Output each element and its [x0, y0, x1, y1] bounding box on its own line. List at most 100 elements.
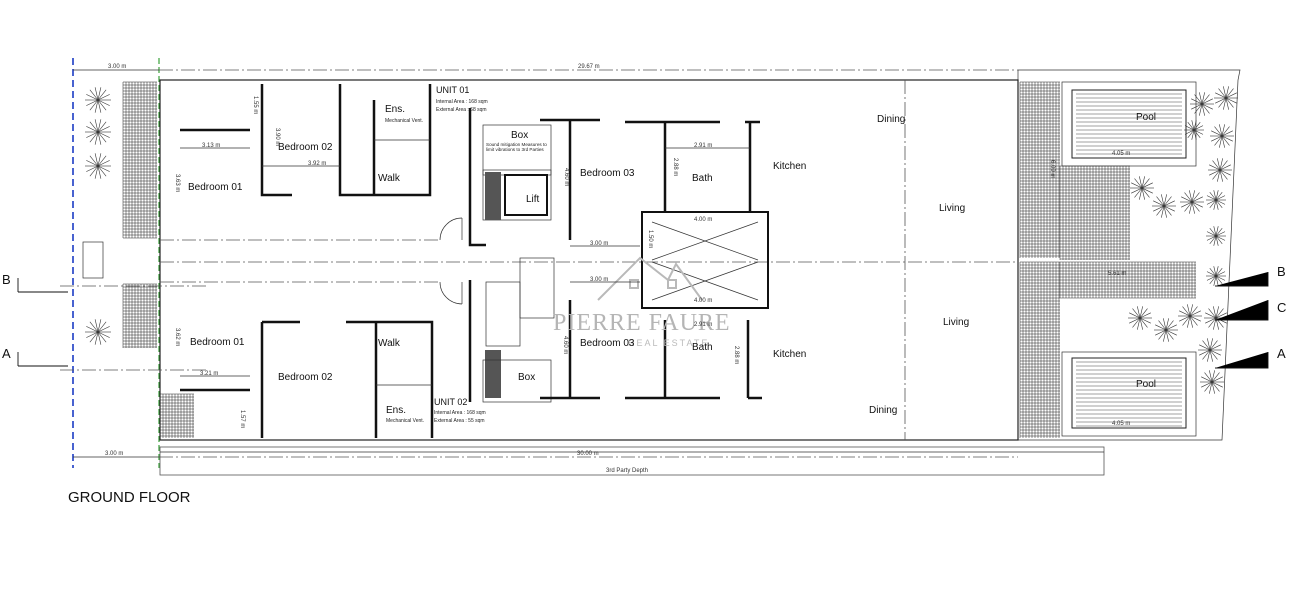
- tree-icon: [1206, 266, 1226, 286]
- unit-01-labels: UNIT 01 Internal Area : 168 sqm External…: [188, 85, 1156, 214]
- unit-02-living: Living: [943, 317, 969, 328]
- dim-150: 1.50 m: [647, 230, 653, 248]
- unit-01-bath: Bath: [692, 173, 713, 184]
- paving-grid: [1019, 81, 1060, 258]
- dim-313: 3.13 m: [202, 143, 220, 149]
- dim-300-core-01: 3.00 m: [590, 241, 608, 247]
- building-walls: [60, 79, 1019, 441]
- tree-icon: [1210, 124, 1234, 148]
- overall-dimensions: 3.00 m 29.67 m 3.00 m 30.00 m 3rd Party …: [73, 64, 1018, 474]
- paving-grid: [122, 283, 157, 348]
- lift-label: Lift: [526, 194, 540, 205]
- dim-291: 2.91 m: [694, 143, 712, 149]
- unit-01-external-area: External Area : 68 sqm: [436, 107, 487, 113]
- watermark-name: PIERRE FAURE: [553, 310, 731, 336]
- unit-01-kitchen: Kitchen: [773, 161, 806, 172]
- unit-01-living: Living: [939, 203, 965, 214]
- unit-01-title: UNIT 01: [436, 85, 469, 95]
- dim-363: 3.63 m: [174, 174, 180, 192]
- section-marker-a-right: A: [1277, 346, 1286, 361]
- tree-icon: [1214, 86, 1238, 110]
- tree-icon: [1206, 226, 1226, 246]
- third-party-depth-label: 3rd Party Depth: [606, 468, 648, 474]
- unit-02-pool: Pool: [1136, 379, 1156, 390]
- watermark-logo: PIERRE FAURE REAL ESTATE: [553, 256, 731, 348]
- dim-609: 6.09 m: [1049, 160, 1055, 178]
- tree-icon: [1200, 370, 1224, 394]
- interior-dimensions: 3.13 m 3.92 m 1.55 m 3.90 m 3.63 m 3.62 …: [174, 96, 1130, 428]
- unit-01-sound-note: Sound mitigation Measures to limit vibra…: [486, 142, 547, 153]
- dim-460: 4.60 m: [563, 168, 569, 186]
- tree-icon: [1198, 338, 1222, 362]
- section-marker-b-right: B: [1277, 264, 1286, 279]
- unit-02-ensuite: Ens.: [386, 405, 406, 416]
- dim-362: 3.62 m: [174, 328, 180, 346]
- tree-icons: [85, 86, 1238, 394]
- unit-01-bedroom-02: Bedroom 02: [278, 142, 333, 153]
- unit-02-dining: Dining: [869, 405, 897, 416]
- tree-icon: [1180, 190, 1204, 214]
- unit-01-walk: Walk: [378, 173, 401, 184]
- unit-01-mech-vent: Mechanical Vent.: [385, 118, 423, 124]
- unit-01-sound-note-box: Sound mitigation Measures to limit vibra…: [486, 142, 547, 153]
- dim-288-unit-02: 2.88 m: [733, 346, 739, 364]
- tree-icon: [1130, 176, 1154, 200]
- unit-02-title: UNIT 02: [434, 397, 467, 407]
- pool-unit-02: [1061, 351, 1197, 437]
- unit-02-external-area: External Area : 55 sqm: [434, 418, 485, 424]
- floor-title: GROUND FLOOR: [68, 489, 191, 506]
- unit-02-kitchen: Kitchen: [773, 349, 806, 360]
- tree-icon: [85, 153, 111, 179]
- paving-grid: [122, 81, 157, 239]
- dim-300-core-02: 3.00 m: [590, 277, 608, 283]
- tree-icon: [1190, 92, 1214, 116]
- dim-288: 2.88 m: [672, 158, 678, 176]
- dim-top-setback: 3.00 m: [108, 64, 126, 70]
- dim-155: 1.55 m: [252, 96, 258, 114]
- watermark-subtitle: REAL ESTATE: [628, 338, 709, 348]
- tree-icon: [85, 87, 111, 113]
- unit-01-pool: Pool: [1136, 112, 1156, 123]
- unit-01-internal-area: Internal Area : 168 sqm: [436, 99, 488, 105]
- dim-405: 4.05 m: [1112, 151, 1130, 157]
- unit-02-bath: Bath: [692, 342, 713, 353]
- dim-top-length: 29.67 m: [578, 64, 600, 70]
- tree-icon: [85, 319, 111, 345]
- unit-01-ensuite: Ens.: [385, 104, 405, 115]
- unit-02-bedroom-02: Bedroom 02: [278, 372, 333, 383]
- tree-icon: [1184, 120, 1204, 140]
- unit-01-box: Box: [511, 130, 528, 141]
- section-marker-c-right: C: [1277, 300, 1286, 315]
- tree-icon: [1152, 194, 1176, 218]
- paving-grid: [159, 393, 194, 438]
- unit-01-bedroom-01: Bedroom 01: [188, 182, 243, 193]
- unit-01-dining: Dining: [877, 114, 905, 125]
- paving-grid: [1059, 261, 1196, 299]
- tree-icon: [1154, 318, 1178, 342]
- section-markers: B A B C A: [2, 264, 1286, 369]
- dim-400: 4.00 m: [694, 217, 712, 223]
- dim-291-unit-02: 2.91 m: [694, 322, 712, 328]
- dim-561: 5.61 m: [1108, 271, 1126, 277]
- paving-grid: [1059, 165, 1130, 260]
- dim-bottom-length: 30.00 m: [577, 451, 599, 457]
- unit-01-bedroom-03: Bedroom 03: [580, 168, 635, 179]
- dim-157: 1.57 m: [239, 410, 245, 428]
- tree-icon: [1208, 158, 1232, 182]
- tree-icon: [1178, 304, 1202, 328]
- section-marker-b-left: B: [2, 272, 11, 287]
- terrace-paving: [122, 81, 1196, 438]
- pool-unit-01: [1061, 81, 1197, 167]
- unit-02-walk: Walk: [378, 338, 401, 349]
- unit-02-internal-area: Internal Area : 168 sqm: [434, 410, 486, 416]
- dim-400-unit-02: 4.00 m: [694, 298, 712, 304]
- site-boundary: [72, 58, 1241, 476]
- dim-392: 3.92 m: [308, 161, 326, 167]
- unit-02-bedroom-03: Bedroom 03: [580, 338, 635, 349]
- unit-02-box: Box: [518, 372, 535, 383]
- dim-460-unit-02: 4.60 m: [562, 336, 568, 354]
- unit-02-labels: UNIT 02 Internal Area : 168 sqm External…: [190, 317, 1156, 424]
- tree-icon: [85, 119, 111, 145]
- tree-icon: [1128, 306, 1152, 330]
